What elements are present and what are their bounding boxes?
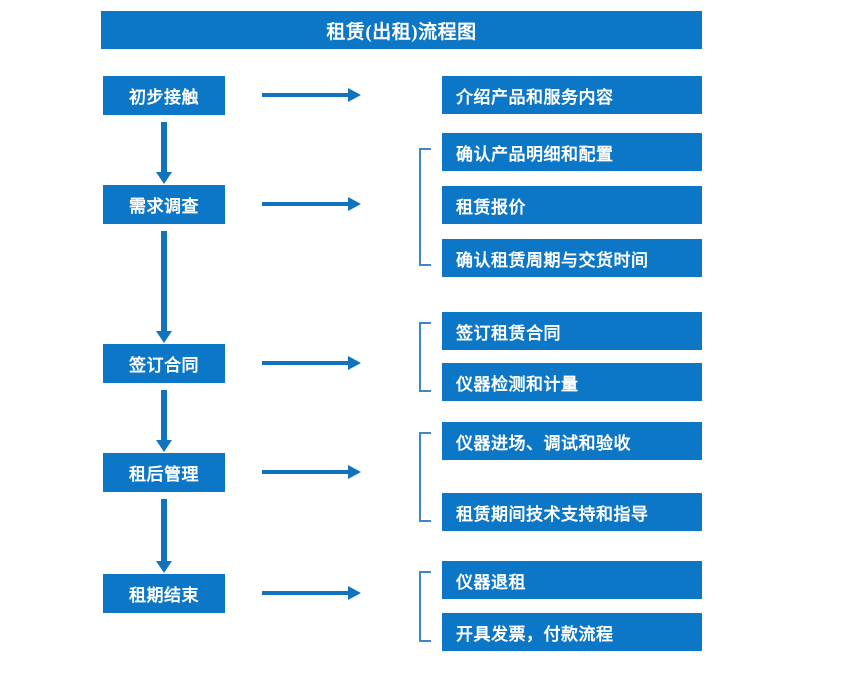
arrow-down-icon-3 (156, 390, 172, 452)
detail-box-3-1[interactable]: 签订租赁合同 (442, 312, 702, 350)
group-bracket-icon-3 (419, 322, 431, 392)
stage-box-1[interactable]: 初步接触 (103, 76, 225, 115)
group-bracket-icon-4 (419, 432, 431, 522)
arrow-right-icon-5 (262, 586, 361, 600)
detail-box-4-1[interactable]: 仪器进场、调试和验收 (442, 422, 702, 460)
stage-box-3[interactable]: 签订合同 (103, 344, 225, 383)
group-bracket-icon-5 (419, 571, 431, 642)
detail-box-2-2[interactable]: 租赁报价 (442, 186, 702, 224)
arrow-right-icon-4 (262, 465, 361, 479)
detail-box-1-1[interactable]: 介绍产品和服务内容 (442, 76, 702, 114)
stage-box-2[interactable]: 需求调查 (103, 185, 225, 224)
arrow-right-icon-1 (262, 88, 361, 102)
arrow-down-icon-1 (156, 122, 172, 184)
arrow-right-icon-3 (262, 356, 361, 370)
stage-box-4[interactable]: 租后管理 (103, 453, 225, 492)
detail-box-5-1[interactable]: 仪器退租 (442, 561, 702, 599)
flowchart-title: 租赁(出租)流程图 (101, 11, 702, 49)
detail-box-4-2[interactable]: 租赁期间技术支持和指导 (442, 493, 702, 531)
arrow-right-icon-2 (262, 197, 361, 211)
arrow-down-icon-2 (156, 231, 172, 343)
detail-box-5-2[interactable]: 开具发票，付款流程 (442, 613, 702, 651)
stage-box-5[interactable]: 租期结束 (103, 574, 225, 613)
detail-box-3-2[interactable]: 仪器检测和计量 (442, 363, 702, 401)
detail-box-2-1[interactable]: 确认产品明细和配置 (442, 133, 702, 171)
detail-box-2-3[interactable]: 确认租赁周期与交货时间 (442, 239, 702, 277)
group-bracket-icon-2 (419, 148, 431, 266)
arrow-down-icon-4 (156, 499, 172, 573)
